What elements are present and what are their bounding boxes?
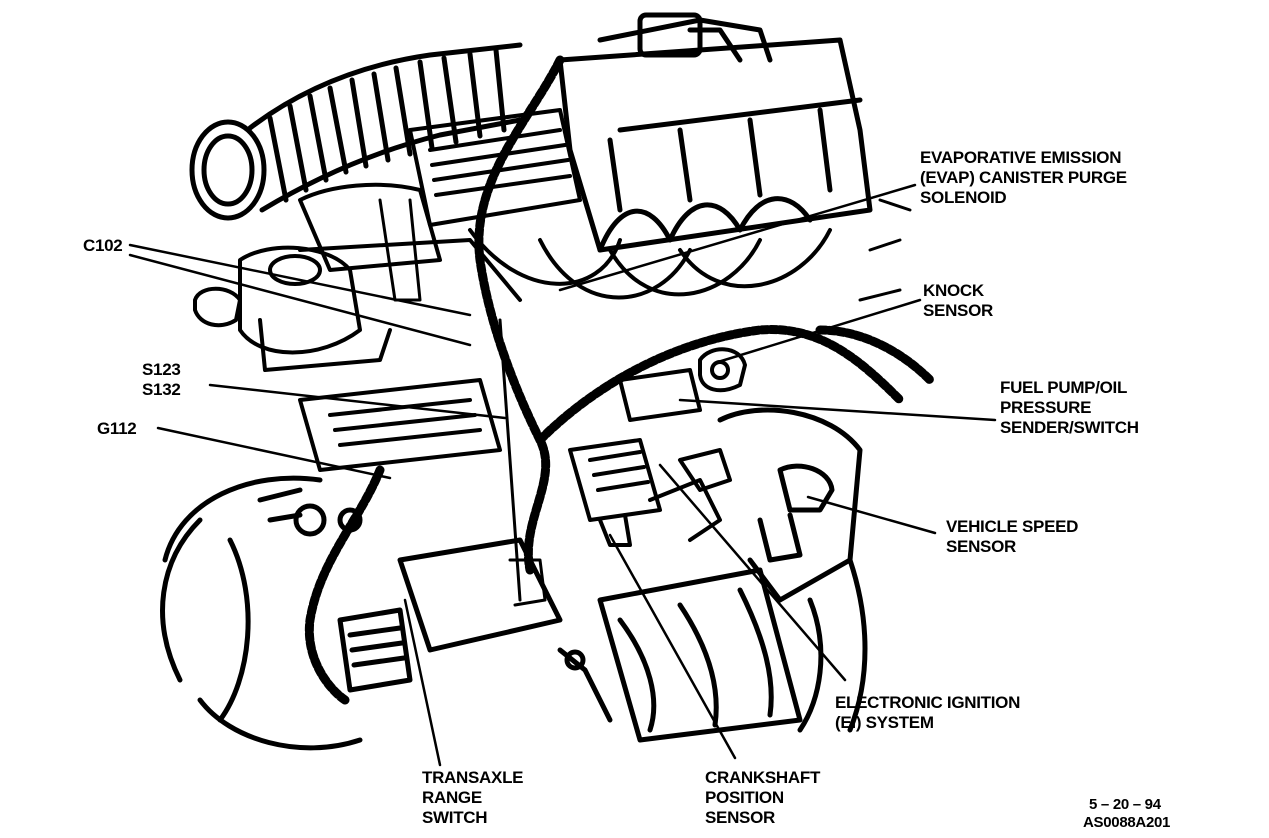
label-c102: C102	[83, 236, 123, 255]
label-fuel-pump-oil-pressure: FUEL PUMP/OIL PRESSURE SENDER/SWITCH	[1000, 378, 1139, 437]
transmission-right	[557, 407, 868, 743]
leader-c102-b	[128, 253, 472, 347]
label-electronic-ignition: ELECTRONIC IGNITION (EI) SYSTEM	[835, 693, 1021, 732]
wiring-harness	[304, 55, 935, 705]
valve-cover	[557, 12, 873, 253]
leader-transaxle	[403, 598, 442, 767]
label-transaxle-range-switch: TRANSAXLE RANGE SWITCH	[422, 768, 524, 827]
leader-ckp	[608, 533, 737, 760]
intake-manifold	[298, 228, 832, 302]
leader-vss	[806, 495, 937, 535]
leader-c102-a	[128, 243, 472, 317]
label-s123-s132: S123 S132	[142, 360, 181, 399]
leader-evap	[558, 183, 917, 292]
leader-g112	[156, 426, 392, 480]
label-evap-canister-purge-solenoid: EVAPORATIVE EMISSION (EVAP) CANISTER PUR…	[920, 148, 1127, 207]
leader-knock	[716, 298, 922, 364]
label-vehicle-speed-sensor: VEHICLE SPEED SENSOR	[946, 517, 1079, 556]
label-crankshaft-position-sensor: CRANKSHAFT POSITION SENSOR	[705, 768, 821, 827]
throttle-body	[298, 108, 582, 272]
label-knock-sensor: KNOCK SENSOR	[923, 281, 993, 320]
misc-parts	[378, 198, 912, 607]
leader-ei	[658, 463, 847, 682]
transaxle-housing	[160, 475, 563, 751]
sensor-cluster	[568, 347, 747, 547]
leader-fuel-pump	[678, 398, 997, 422]
engine-block-left	[193, 245, 502, 472]
figure-code: 5 – 20 – 94 AS0088A201	[1083, 796, 1171, 831]
air-intake-duct	[189, 42, 523, 221]
leader-s123	[208, 383, 507, 420]
leader-lines	[128, 183, 997, 767]
label-g112: G112	[97, 419, 137, 438]
